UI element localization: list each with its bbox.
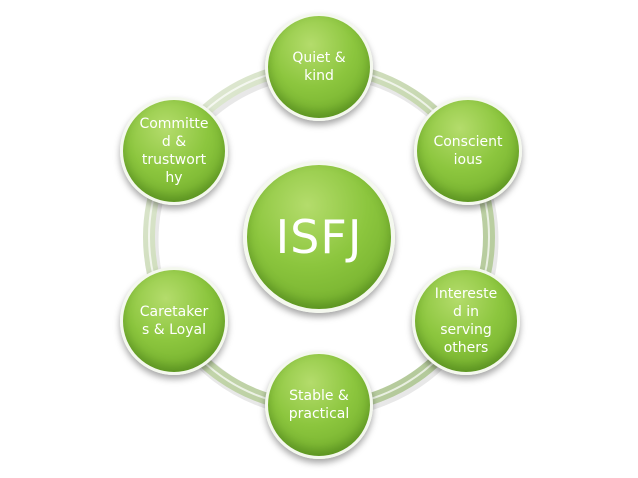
trait-label: Committe d & trustwort hy [139,116,209,186]
center-label: ISFJ [275,210,363,264]
trait-node-interested-in-serving-others: Intereste d in serving others [412,267,520,375]
center-node-isfj: ISFJ [243,161,395,313]
trait-node-committed-trustworthy: Committe d & trustwort hy [120,97,228,205]
trait-label: Stable & practical [288,388,350,422]
trait-node-stable-practical: Stable & practical [265,351,373,459]
trait-label: Caretaker s & Loyal [139,304,209,338]
trait-label: Conscient ious [433,134,503,168]
trait-node-quiet-kind: Quiet & kind [265,13,373,121]
trait-label: Intereste d in serving others [434,286,498,356]
trait-node-conscientious: Conscient ious [414,97,522,205]
trait-label: Quiet & kind [292,50,346,84]
trait-node-caretakers-loyal: Caretaker s & Loyal [120,267,228,375]
